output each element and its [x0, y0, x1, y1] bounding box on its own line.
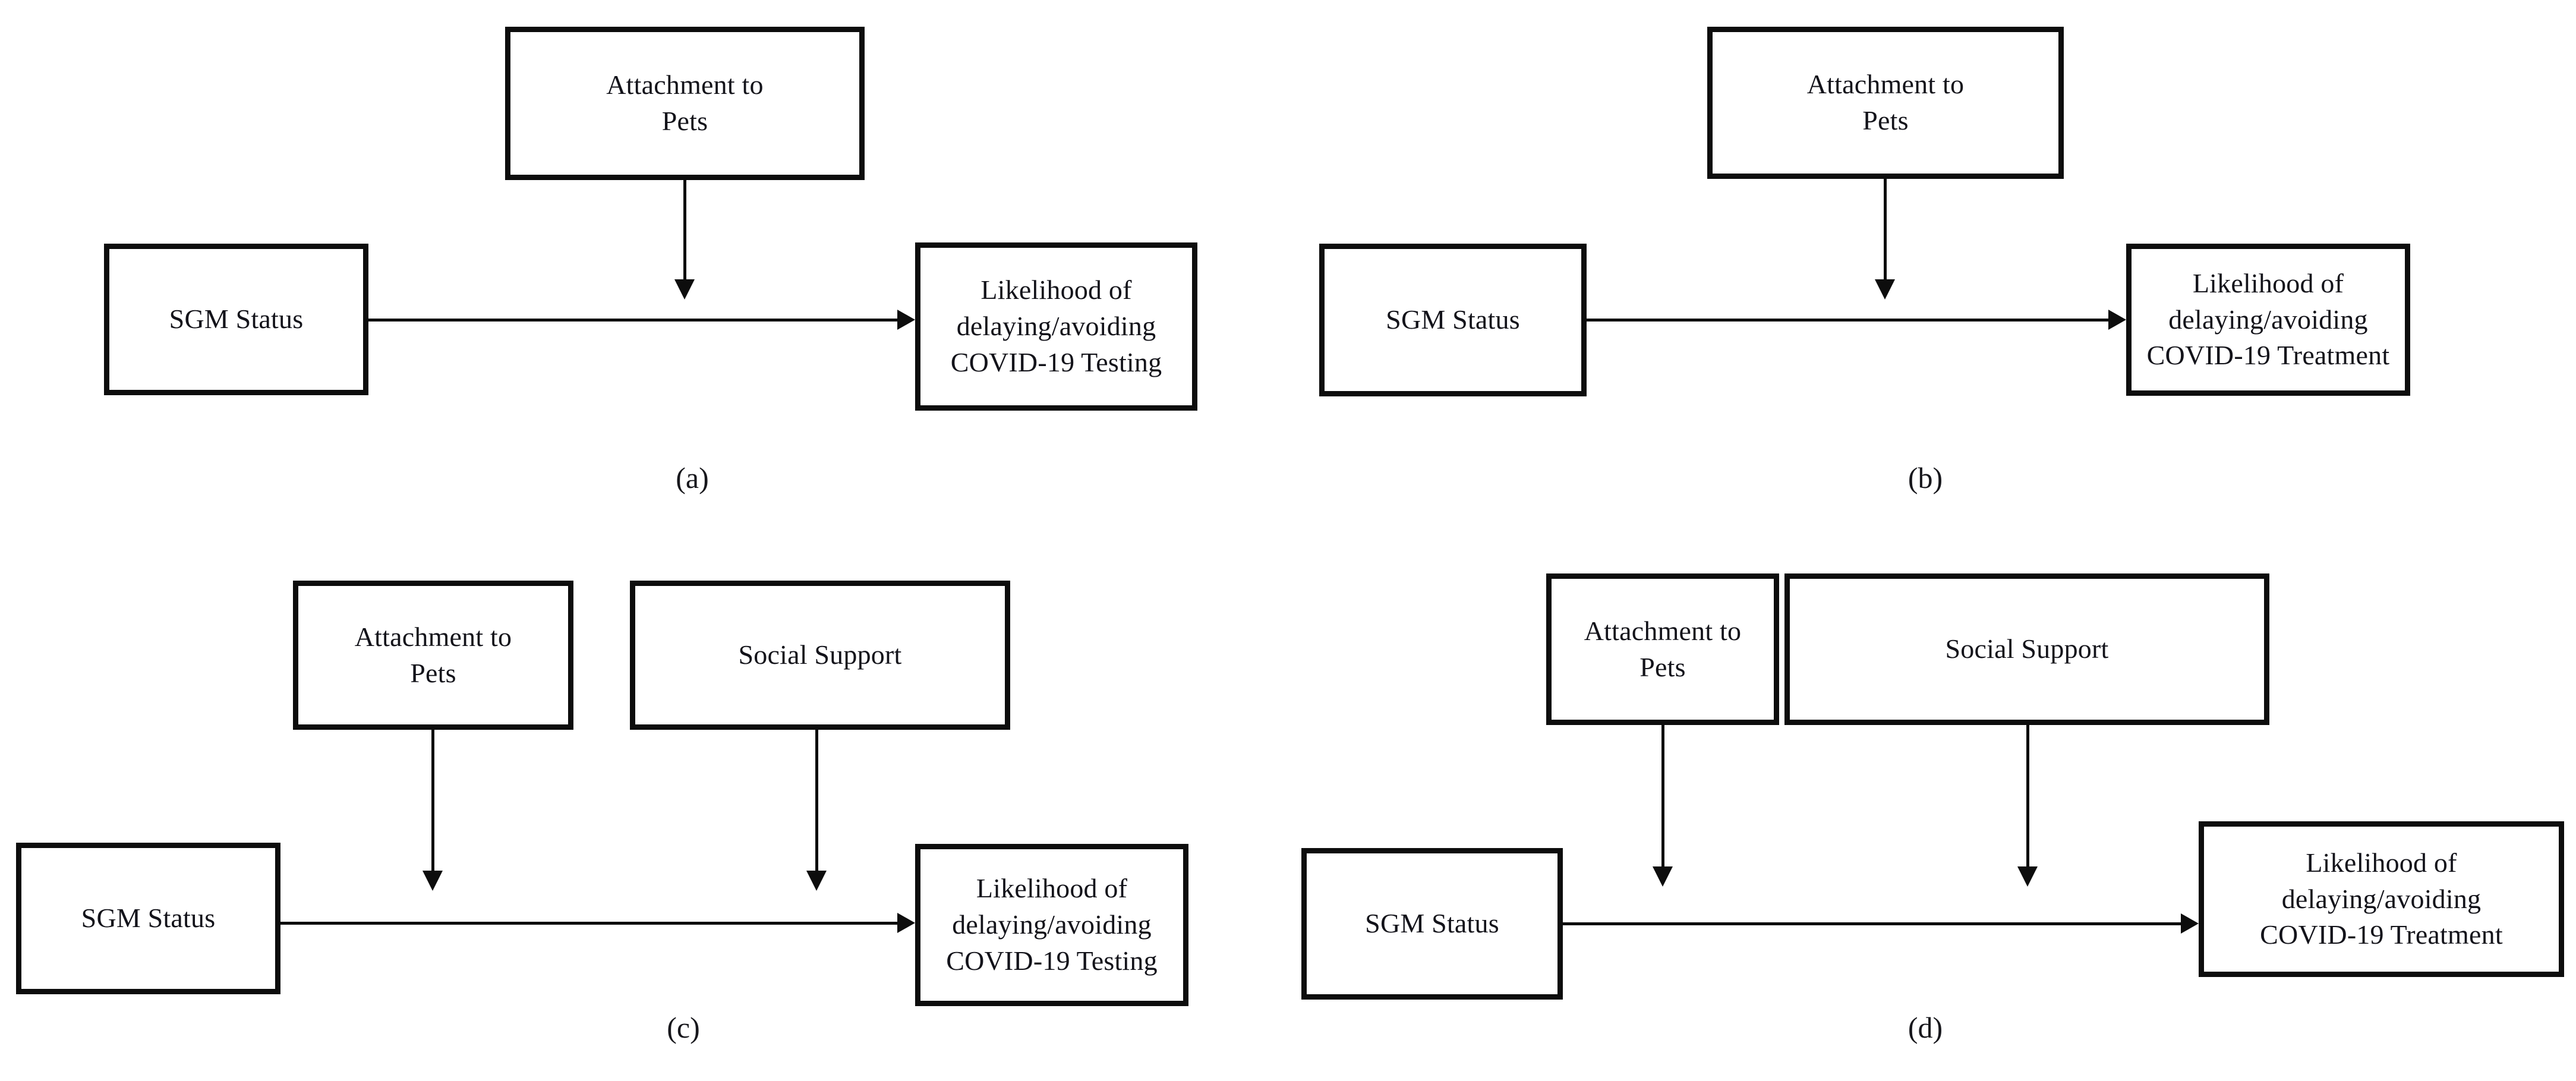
node-sgm-status-d: SGM Status — [1301, 848, 1563, 1000]
edge-pets-moderation-b — [1884, 179, 1887, 284]
edge-pets-moderation-arrowhead-b — [1875, 279, 1895, 300]
node-label: Likelihood of delaying/avoiding COVID-19… — [2146, 267, 2390, 371]
edge-sgm-to-outcome-c — [280, 922, 898, 925]
node-social-support-c: Social Support — [630, 581, 1010, 730]
edge-social-support-moderation-arrowhead-d — [2017, 866, 2038, 887]
node-outcome-testing-c: Likelihood of delaying/avoiding COVID-19… — [915, 844, 1188, 1006]
node-label: SGM Status — [1386, 304, 1520, 335]
node-sgm-status-c: SGM Status — [16, 843, 280, 994]
edge-social-support-moderation-arrowhead-c — [806, 871, 827, 891]
edge-sgm-to-outcome-b — [1587, 319, 2110, 322]
node-label: Attachment to Pets — [1584, 615, 1742, 682]
edge-pets-moderation-c — [431, 730, 434, 875]
node-label: Likelihood of delaying/avoiding COVID-19… — [946, 873, 1158, 976]
node-label: Social Support — [1945, 634, 2109, 664]
edge-sgm-to-outcome-arrowhead-a — [897, 310, 915, 330]
node-sgm-status-b: SGM Status — [1319, 244, 1587, 396]
edge-pets-moderation-arrowhead-d — [1653, 866, 1673, 887]
edge-sgm-to-outcome-arrowhead-c — [897, 913, 915, 933]
node-attachment-to-pets-d: Attachment to Pets — [1546, 573, 1779, 725]
node-outcome-treatment-d: Likelihood of delaying/avoiding COVID-19… — [2199, 821, 2564, 977]
node-outcome-testing-a: Likelihood of delaying/avoiding COVID-19… — [915, 242, 1197, 411]
edge-sgm-to-outcome-arrowhead-b — [2108, 310, 2126, 330]
panel-caption-a: (a) — [676, 461, 709, 494]
panel-caption-d: (d) — [1907, 1011, 1943, 1044]
node-sgm-status-a: SGM Status — [104, 244, 368, 395]
node-label: Likelihood of delaying/avoiding COVID-19… — [2260, 847, 2503, 950]
panel-caption-c: (c) — [667, 1011, 700, 1044]
panel-caption-b: (b) — [1907, 461, 1943, 494]
node-attachment-to-pets-a: Attachment to Pets — [505, 27, 865, 180]
edge-sgm-to-outcome-a — [368, 319, 898, 322]
edge-social-support-moderation-c — [815, 730, 818, 875]
edge-pets-moderation-d — [1661, 725, 1664, 871]
node-label: Likelihood of delaying/avoiding COVID-19… — [950, 275, 1162, 377]
edge-social-support-moderation-d — [2026, 725, 2029, 871]
edge-pets-moderation-a — [683, 180, 686, 284]
edge-sgm-to-outcome-arrowhead-d — [2181, 913, 2199, 934]
node-social-support-d: Social Support — [1784, 573, 2269, 725]
edge-pets-moderation-arrowhead-c — [422, 871, 443, 891]
node-outcome-treatment-b: Likelihood of delaying/avoiding COVID-19… — [2126, 244, 2410, 396]
node-label: SGM Status — [169, 304, 304, 335]
node-label: Social Support — [738, 639, 902, 670]
node-label: Attachment to Pets — [1806, 69, 1965, 135]
node-label: SGM Status — [81, 903, 216, 934]
edge-sgm-to-outcome-d — [1563, 922, 2182, 925]
node-attachment-to-pets-b: Attachment to Pets — [1707, 27, 2064, 179]
node-label: Attachment to Pets — [354, 621, 512, 688]
node-attachment-to-pets-c: Attachment to Pets — [293, 581, 573, 730]
edge-pets-moderation-arrowhead-a — [674, 279, 695, 300]
node-label: Attachment to Pets — [606, 70, 764, 136]
node-label: SGM Status — [1365, 908, 1499, 939]
